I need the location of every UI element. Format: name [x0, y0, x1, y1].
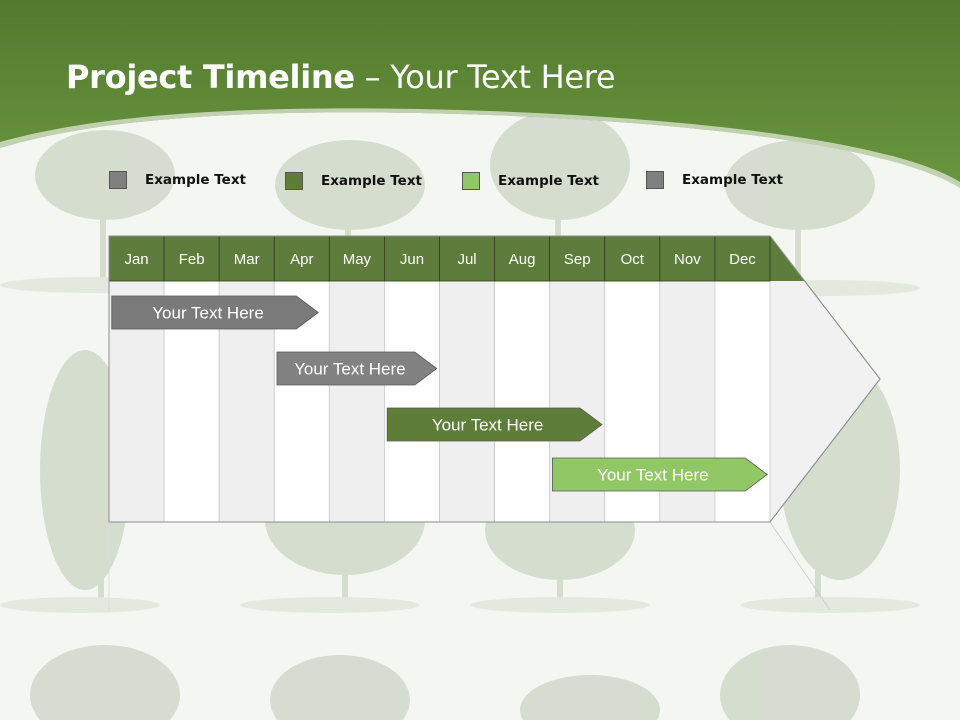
month-label: May: [343, 251, 372, 268]
legend-swatch: [285, 172, 303, 190]
month-header-cell: [714, 235, 771, 282]
month-header-cell: [163, 235, 220, 282]
legend-item: Example Text: [646, 170, 783, 190]
month-label: Dec: [729, 251, 756, 268]
month-label: Feb: [179, 251, 205, 268]
page-title: Project Timeline – Your Text Here: [66, 58, 616, 96]
month-header-cell: [108, 235, 165, 282]
month-header-cell: [549, 235, 606, 282]
month-column: [439, 280, 495, 523]
month-label: Mar: [234, 251, 260, 268]
month-label: Sep: [564, 251, 591, 268]
month-label: Nov: [674, 251, 701, 268]
legend-swatch: [109, 171, 127, 189]
month-column: [328, 280, 385, 523]
month-label: Aug: [509, 251, 536, 268]
task-label: Your Text Here: [152, 304, 264, 323]
task-arrow: [111, 295, 319, 330]
task-arrow: [552, 457, 768, 492]
month-header-cell: [659, 235, 716, 282]
timeline-arrow-outline: [108, 235, 881, 523]
month-header-cell: [218, 235, 275, 282]
title-rest: – Your Text Here: [354, 58, 616, 96]
legend-item: Example Text: [462, 171, 599, 191]
month-header-cell: [439, 235, 495, 282]
title-bold: Project Timeline: [66, 58, 355, 96]
month-label: Apr: [290, 251, 313, 268]
task-label: Your Text Here: [597, 466, 709, 485]
month-header-cell: [328, 235, 385, 282]
month-label: Jun: [400, 251, 424, 268]
legend-swatch: [646, 171, 664, 189]
header-band: [0, 0, 960, 188]
month-label: Oct: [621, 251, 645, 268]
task-arrow: [386, 407, 603, 442]
legend-swatch: [462, 172, 480, 190]
month-column: [494, 280, 551, 523]
month-label: Jul: [457, 251, 476, 268]
legend-label: Example Text: [498, 173, 599, 189]
legend-label: Example Text: [321, 173, 422, 189]
month-label: Jan: [124, 251, 148, 268]
legend-item: Example Text: [285, 171, 422, 191]
arrow-shadow-line: [769, 521, 831, 611]
task-arrow: [276, 351, 438, 386]
task-label: Your Text Here: [432, 416, 544, 435]
legend-label: Example Text: [145, 172, 246, 188]
month-header-cell: [384, 235, 440, 282]
legend-item: Example Text: [109, 170, 246, 190]
task-label: Your Text Here: [294, 360, 406, 379]
month-header-cell: [273, 235, 330, 282]
month-column: [384, 280, 440, 523]
legend-label: Example Text: [682, 172, 783, 188]
